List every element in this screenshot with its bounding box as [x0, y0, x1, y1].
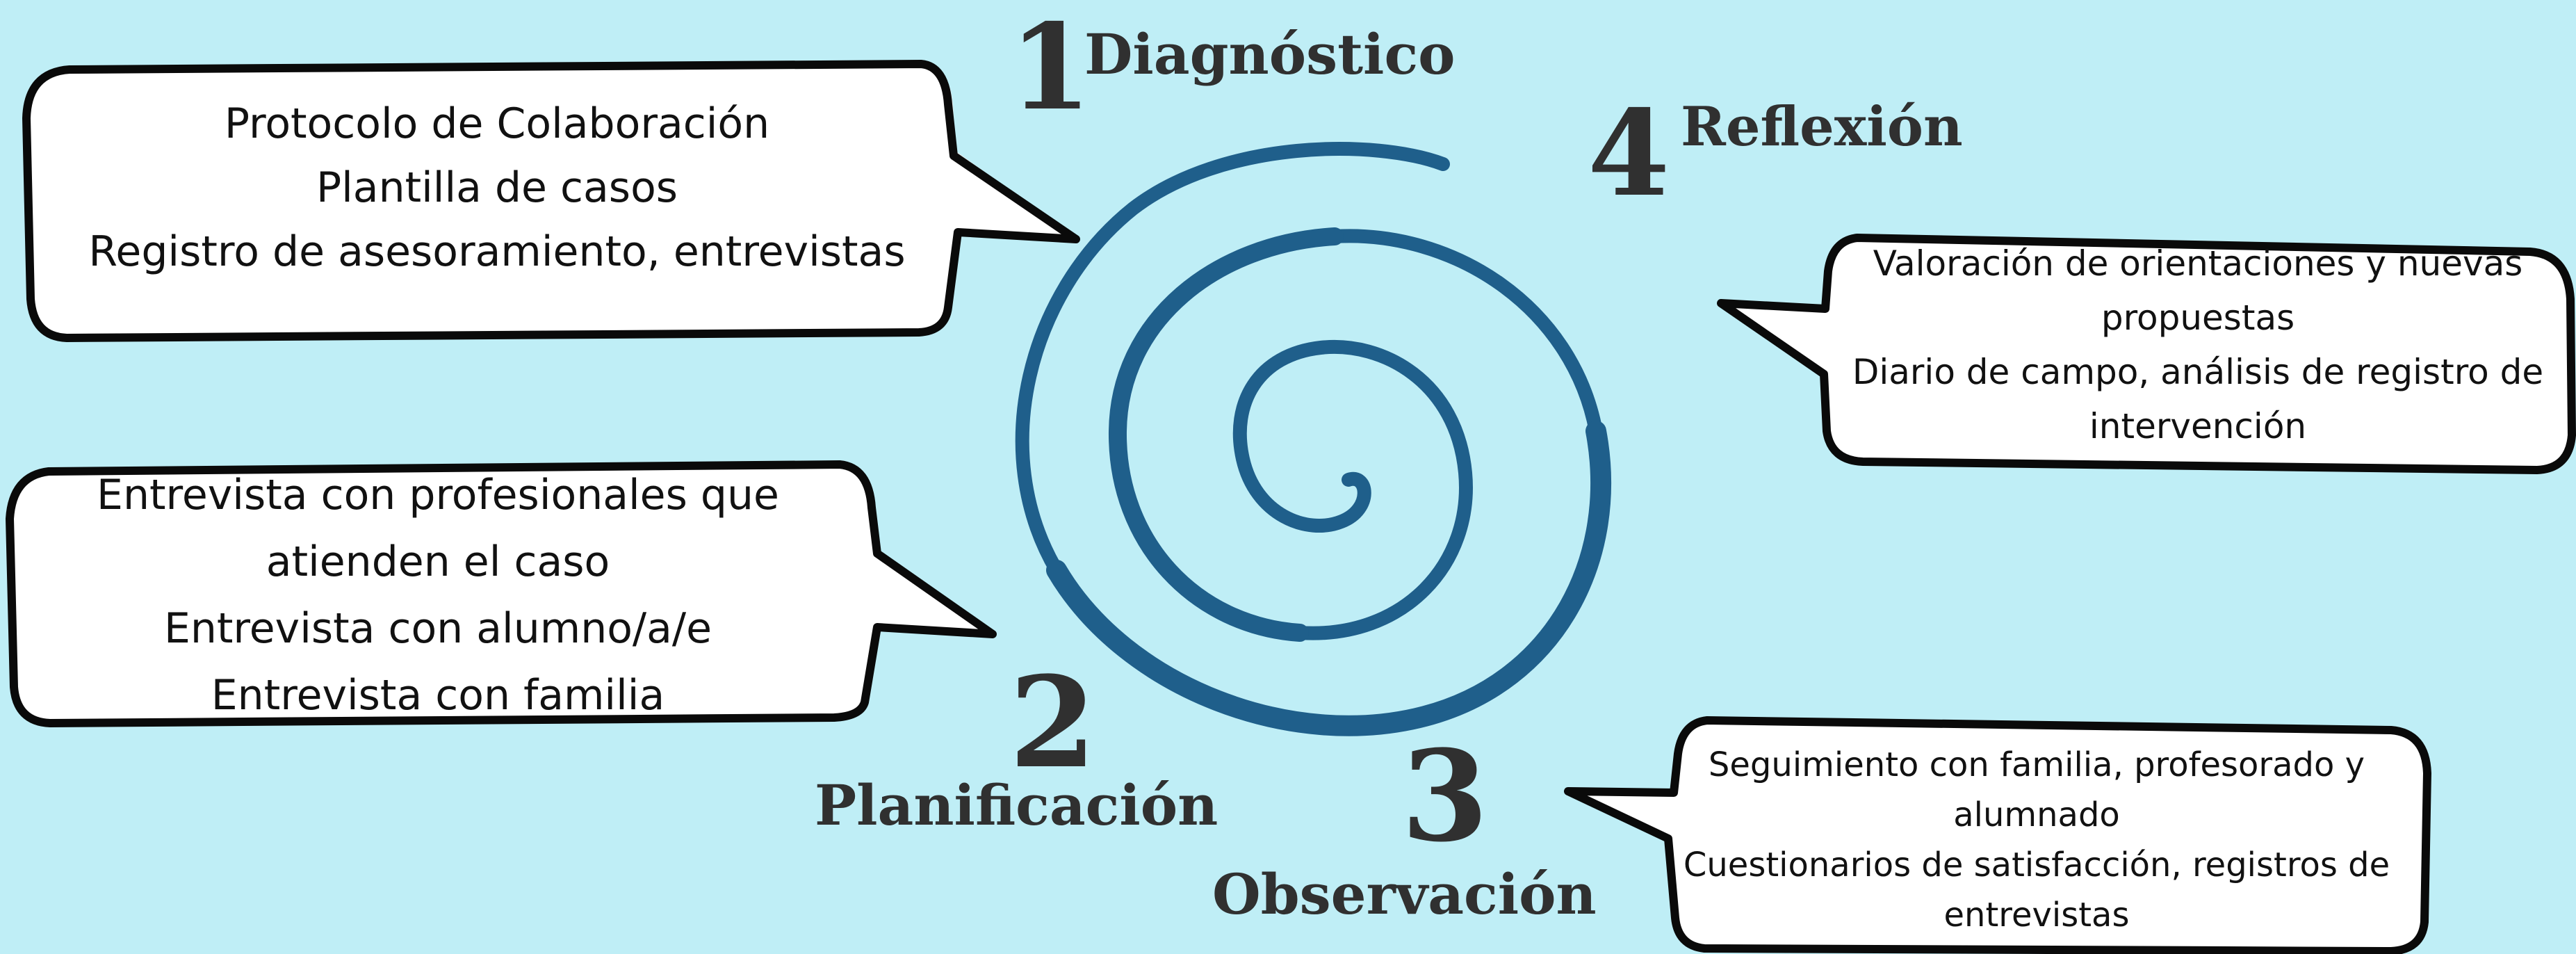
- bubble-observacion-text: Seguimiento con familia, profesorado y a…: [1668, 740, 2405, 940]
- bubble-reflexion: [1717, 234, 2576, 474]
- step-1-number: 1: [1009, 0, 1092, 137]
- step-2-number: 2: [1009, 649, 1097, 796]
- bubble-diagnostico-body: [22, 60, 1080, 342]
- bubble-reflexion-text: Valoración de orientaciones y nuevas pro…: [1829, 236, 2566, 453]
- bubble-observacion-line: Cuestionarios de satisfacción, registros…: [1683, 846, 2390, 884]
- bubble-observacion-line: entrevistas: [1943, 896, 2130, 935]
- bubble-planificacion: [6, 460, 997, 727]
- spiral-thick-band: [1046, 421, 1611, 736]
- bubble-diagnostico-line: Protocolo de Colaboración: [224, 99, 770, 148]
- bubble-diagnostico-line: Plantilla de casos: [316, 163, 678, 212]
- bubble-reflexion-line: propuestas: [2101, 298, 2295, 338]
- bubble-reflexion-body: [1717, 234, 2576, 474]
- step-3-number: 3: [1401, 723, 1489, 870]
- step-4-number: 4: [1588, 84, 1670, 223]
- spiral-inner-band: [1108, 227, 1344, 642]
- step-1-title: Diagnóstico: [1084, 22, 1456, 87]
- bubble-reflexion-line: Diario de campo, análisis de registro de: [1852, 352, 2544, 392]
- spiral: [1015, 142, 1611, 736]
- step-4-title: Reflexión: [1681, 95, 1963, 159]
- bubble-observacion-body: [1564, 716, 2431, 954]
- bubble-planificacion-line: Entrevista con familia: [211, 671, 665, 720]
- bubble-diagnostico-text: Protocolo de Colaboración Plantilla de c…: [42, 92, 952, 284]
- bubble-planificacion-line: Entrevista con alumno/a/e: [163, 604, 712, 653]
- bubble-observacion-line: Seguimiento con familia, profesorado y: [1708, 745, 2365, 784]
- bubble-planificacion-line: Entrevista con profesionales que: [97, 471, 779, 519]
- bubble-observacion-line: alumnado: [1953, 795, 2120, 834]
- bubble-diagnostico: [22, 60, 1080, 342]
- bubble-planificacion-body: [6, 460, 997, 727]
- bubble-diagnostico-line: Registro de asesoramiento, entrevistas: [88, 227, 906, 276]
- bubble-planificacion-line: atienden el caso: [266, 537, 610, 586]
- bubble-reflexion-line: Valoración de orientaciones y nuevas: [1873, 243, 2523, 284]
- bubble-planificacion-text: Entrevista con profesionales que atiende…: [21, 462, 855, 729]
- bubble-reflexion-line: intervención: [2089, 406, 2307, 446]
- step-2-title: Planificación: [815, 773, 1218, 838]
- step-3-title: Observación: [1212, 862, 1597, 927]
- bubble-observacion: [1564, 716, 2431, 954]
